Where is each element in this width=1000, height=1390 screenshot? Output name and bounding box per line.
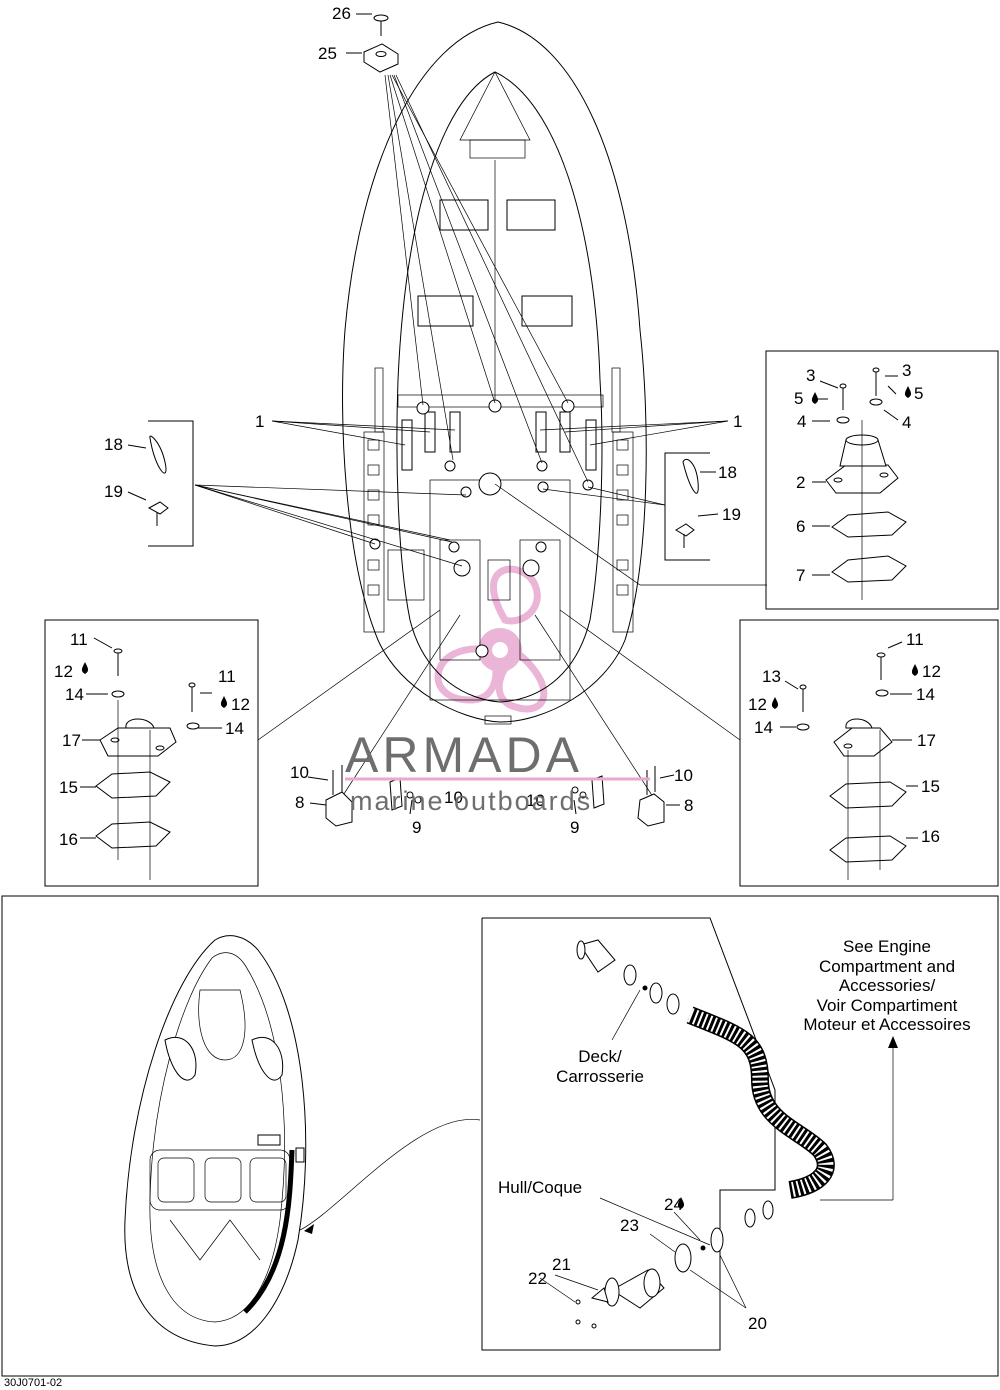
label-14-left-b: 14 [225,719,244,738]
label-19-right: 19 [722,505,741,524]
drawing-code: 30J0701-02 [4,1377,62,1389]
adhesive-drop-icon [911,664,919,676]
vent-hose-exploded [481,917,898,1351]
detail-box-18-19-left: 18 19 [104,420,194,547]
watermark-tagline: marine outboards [350,786,592,816]
label-15-right: 15 [921,777,940,796]
detail-box-motor-mount-left: 11 12 14 17 15 16 11 12 14 [44,619,259,887]
label-3-right: 3 [902,361,911,380]
label-1-left: 1 [255,412,264,431]
note-deck-line2: Carrosserie [556,1067,644,1086]
label-20: 20 [748,1314,767,1333]
label-18-left: 18 [104,435,123,454]
bracket-left: 10 8 9 10 [290,763,463,837]
label-14-left-a: 14 [65,685,84,704]
label-14-right-a: 14 [916,685,935,704]
label-24: 24 [664,1195,683,1214]
note-engine-line2: Compartment and [819,957,955,976]
bracket-right: 10 8 9 10 [526,766,693,837]
label-17-left: 17 [62,731,81,750]
label-21: 21 [552,1255,571,1274]
label-14-right-b: 14 [754,718,773,737]
label-7: 7 [796,566,805,585]
adhesive-drop-icon [904,386,912,398]
label-10-right-b: 10 [526,791,545,810]
note-engine-line5: Moteur et Accessoires [803,1015,970,1034]
note-engine-line1: See Engine [843,937,931,956]
hull-top-view [342,21,647,725]
adhesive-drop-icon [771,697,779,709]
label-10-left-a: 10 [290,763,309,782]
label-11-left-b: 11 [218,667,236,686]
note-hull: Hull/Coque [498,1178,582,1197]
watermark-brand: ARMADA [345,727,583,783]
label-4-right: 4 [902,413,911,432]
adhesive-drop-icon [811,392,819,404]
engine-compartment-note: See Engine Compartment and Accessories/ … [803,937,970,1034]
label-17-right: 17 [917,731,936,750]
label-19-left: 19 [104,482,123,501]
label-12-right-a: 12 [922,662,941,681]
watercraft-perspective [124,935,481,1347]
label-12-right-b: 12 [748,695,767,714]
label-11-right-a: 11 [906,630,924,649]
label-26: 26 [332,4,351,23]
watermark-propeller-logo [434,565,548,713]
note-engine-line4: Voir Compartiment [817,996,958,1015]
label-5-left: 5 [794,389,803,408]
label-6: 6 [796,517,805,536]
label-9-left: 9 [412,818,421,837]
note-engine-line3: Accessories/ [839,976,936,995]
part-25-26-fastener: 26 25 [318,4,399,73]
label-8-right: 8 [684,796,693,815]
adhesive-drop-icon [677,1197,685,1209]
label-12-left-b: 12 [231,695,250,714]
label-5-right: 5 [914,384,923,403]
adhesive-drop-icon [220,696,228,708]
label-15-left: 15 [59,778,78,797]
detail-box-motor-mount-right: 11 12 14 17 15 16 13 12 14 [739,619,999,887]
detail-box-18-19-right: 18 19 [664,452,741,561]
label-10-right-a: 10 [674,766,693,785]
label-1-right: 1 [733,412,742,431]
lower-panel-frame [1,895,999,1377]
label-22: 22 [528,1269,547,1288]
label-16-right: 16 [921,827,940,846]
label-11-left-a: 11 [70,630,88,649]
label-23: 23 [620,1216,639,1235]
adhesive-drop-icon [81,662,89,674]
watermark: ARMADA marine outboards [345,727,650,816]
detail-box-motor-mount-top: 3 3 5 5 4 4 2 6 7 [765,350,999,610]
label-13: 13 [762,667,781,686]
label-3-left: 3 [806,366,815,385]
leader-lines-18-19 [194,484,666,567]
leader-lines-1 [271,420,729,446]
label-9-right: 9 [570,818,579,837]
leader-lines-25 [384,74,589,483]
label-4-left: 4 [797,412,806,431]
label-12-left-a: 12 [54,662,73,681]
note-deck-line1: Deck/ [578,1047,622,1066]
label-18-right: 18 [718,463,737,482]
label-16-left: 16 [59,830,78,849]
label-25: 25 [318,44,337,63]
label-10-left-b: 10 [444,788,463,807]
callout-lines [257,483,767,801]
label-2: 2 [796,473,805,492]
label-8-left: 8 [295,793,304,812]
